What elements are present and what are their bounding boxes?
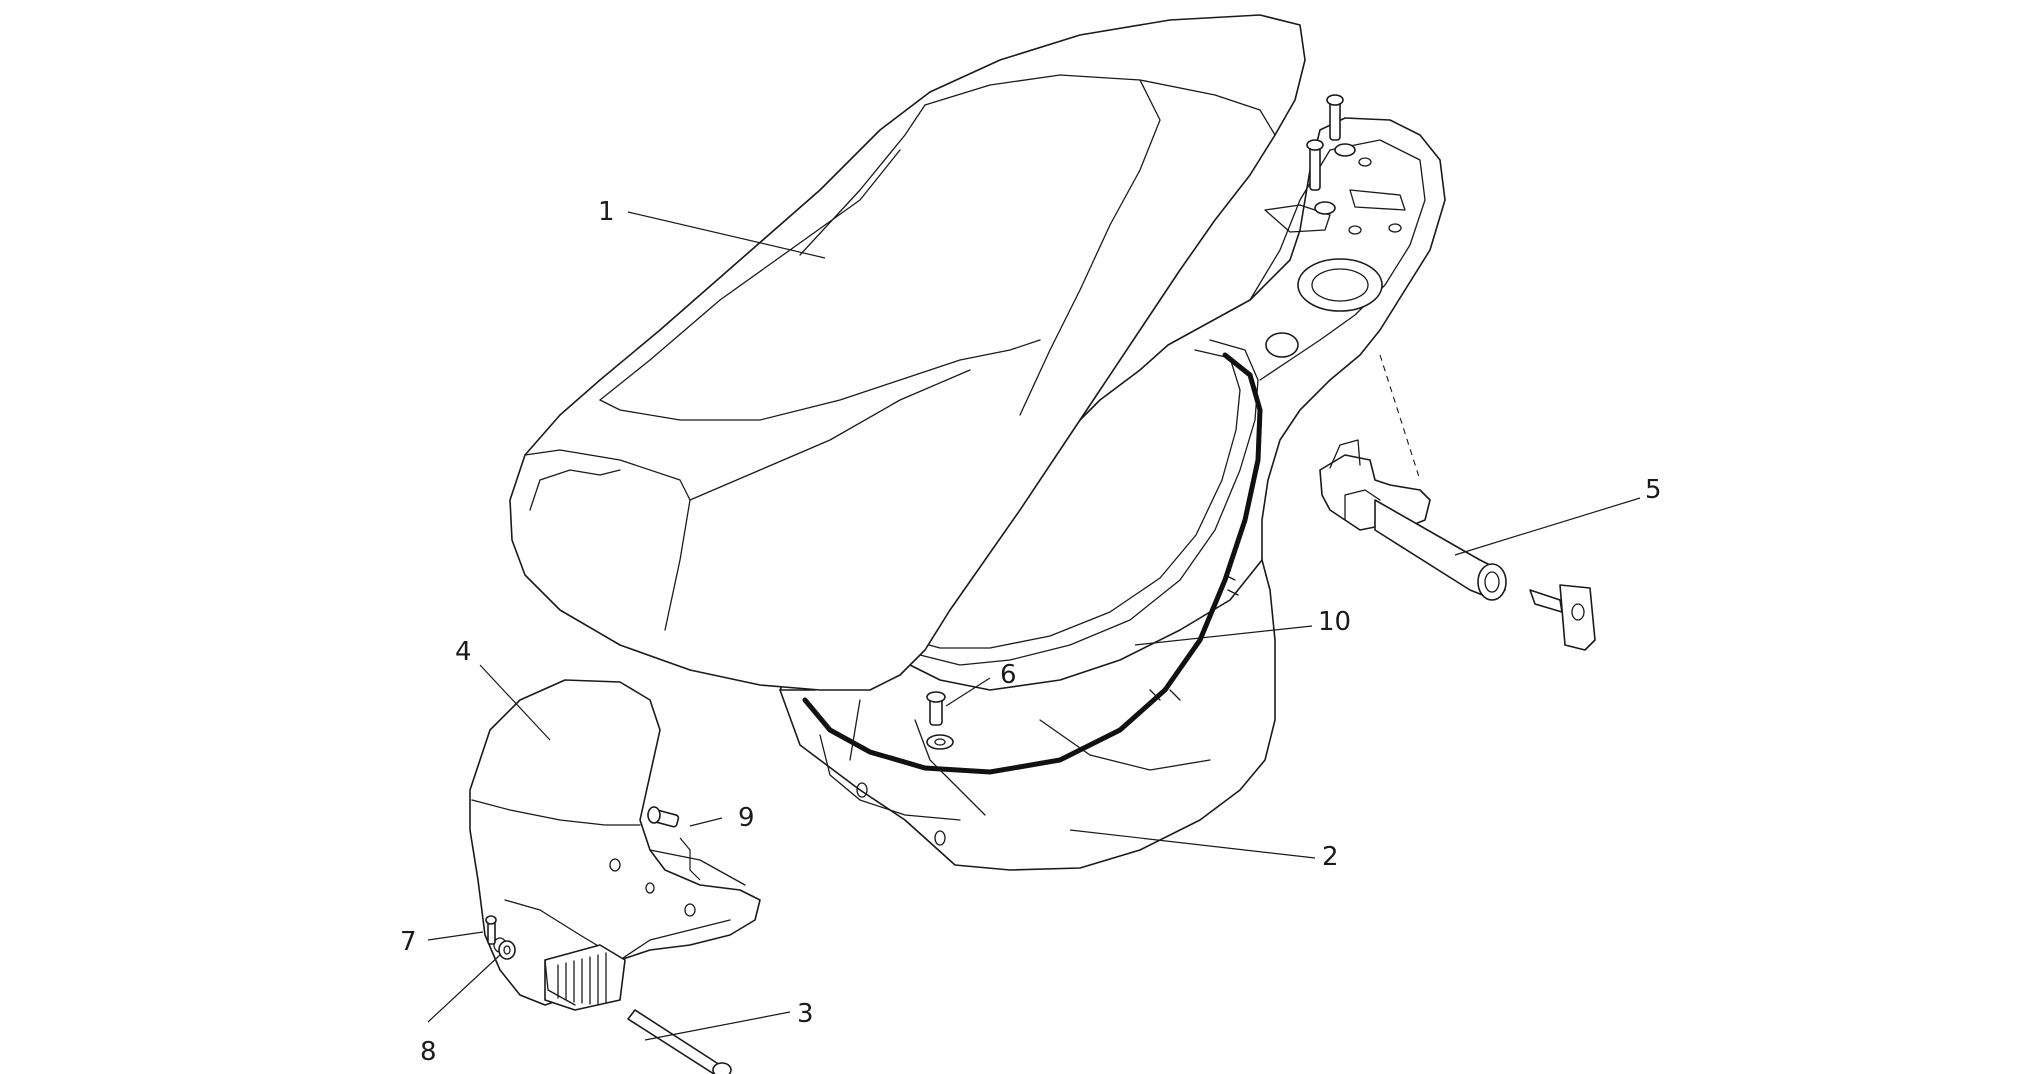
helmet-compartment: [779, 117, 1446, 871]
lock-alignment-line: [1379, 354, 1421, 481]
callout-2: 2: [1322, 842, 1339, 872]
rear-mounting-screws: [1306, 94, 1356, 215]
leader-1: [627, 211, 826, 259]
leader-9: [689, 817, 723, 827]
callout-labels: 1 2 3 4 5 6 7 8 9 10: [400, 197, 1662, 1067]
screw-9-bracket: [679, 837, 701, 881]
leader-lines: [427, 211, 1641, 1041]
seat-lock-assembly: [1319, 439, 1596, 651]
callout-7: 7: [400, 927, 417, 957]
screw-9: [647, 806, 680, 828]
leader-4: [479, 664, 551, 741]
seal-strip: [802, 352, 1263, 775]
callout-5: 5: [1645, 475, 1662, 505]
callout-3: 3: [797, 999, 814, 1029]
leader-2: [1069, 829, 1316, 859]
leader-3: [644, 1011, 791, 1041]
backrest: [469, 679, 761, 1011]
callout-8: 8: [420, 1037, 437, 1067]
callout-4: 4: [455, 637, 472, 667]
pin-3: [627, 1009, 732, 1074]
nut-8: [498, 940, 516, 960]
seat: [509, 14, 1306, 691]
leader-7: [427, 931, 484, 941]
leader-10: [1134, 625, 1313, 646]
screw-7: [485, 915, 497, 945]
callout-1: 1: [598, 197, 615, 227]
screw-6: [926, 691, 954, 750]
callout-6: 6: [1000, 660, 1017, 690]
leader-6: [945, 677, 991, 707]
callout-9: 9: [738, 803, 755, 833]
leader-8: [427, 954, 501, 1023]
callout-10: 10: [1318, 607, 1351, 637]
leader-5: [1454, 497, 1641, 556]
